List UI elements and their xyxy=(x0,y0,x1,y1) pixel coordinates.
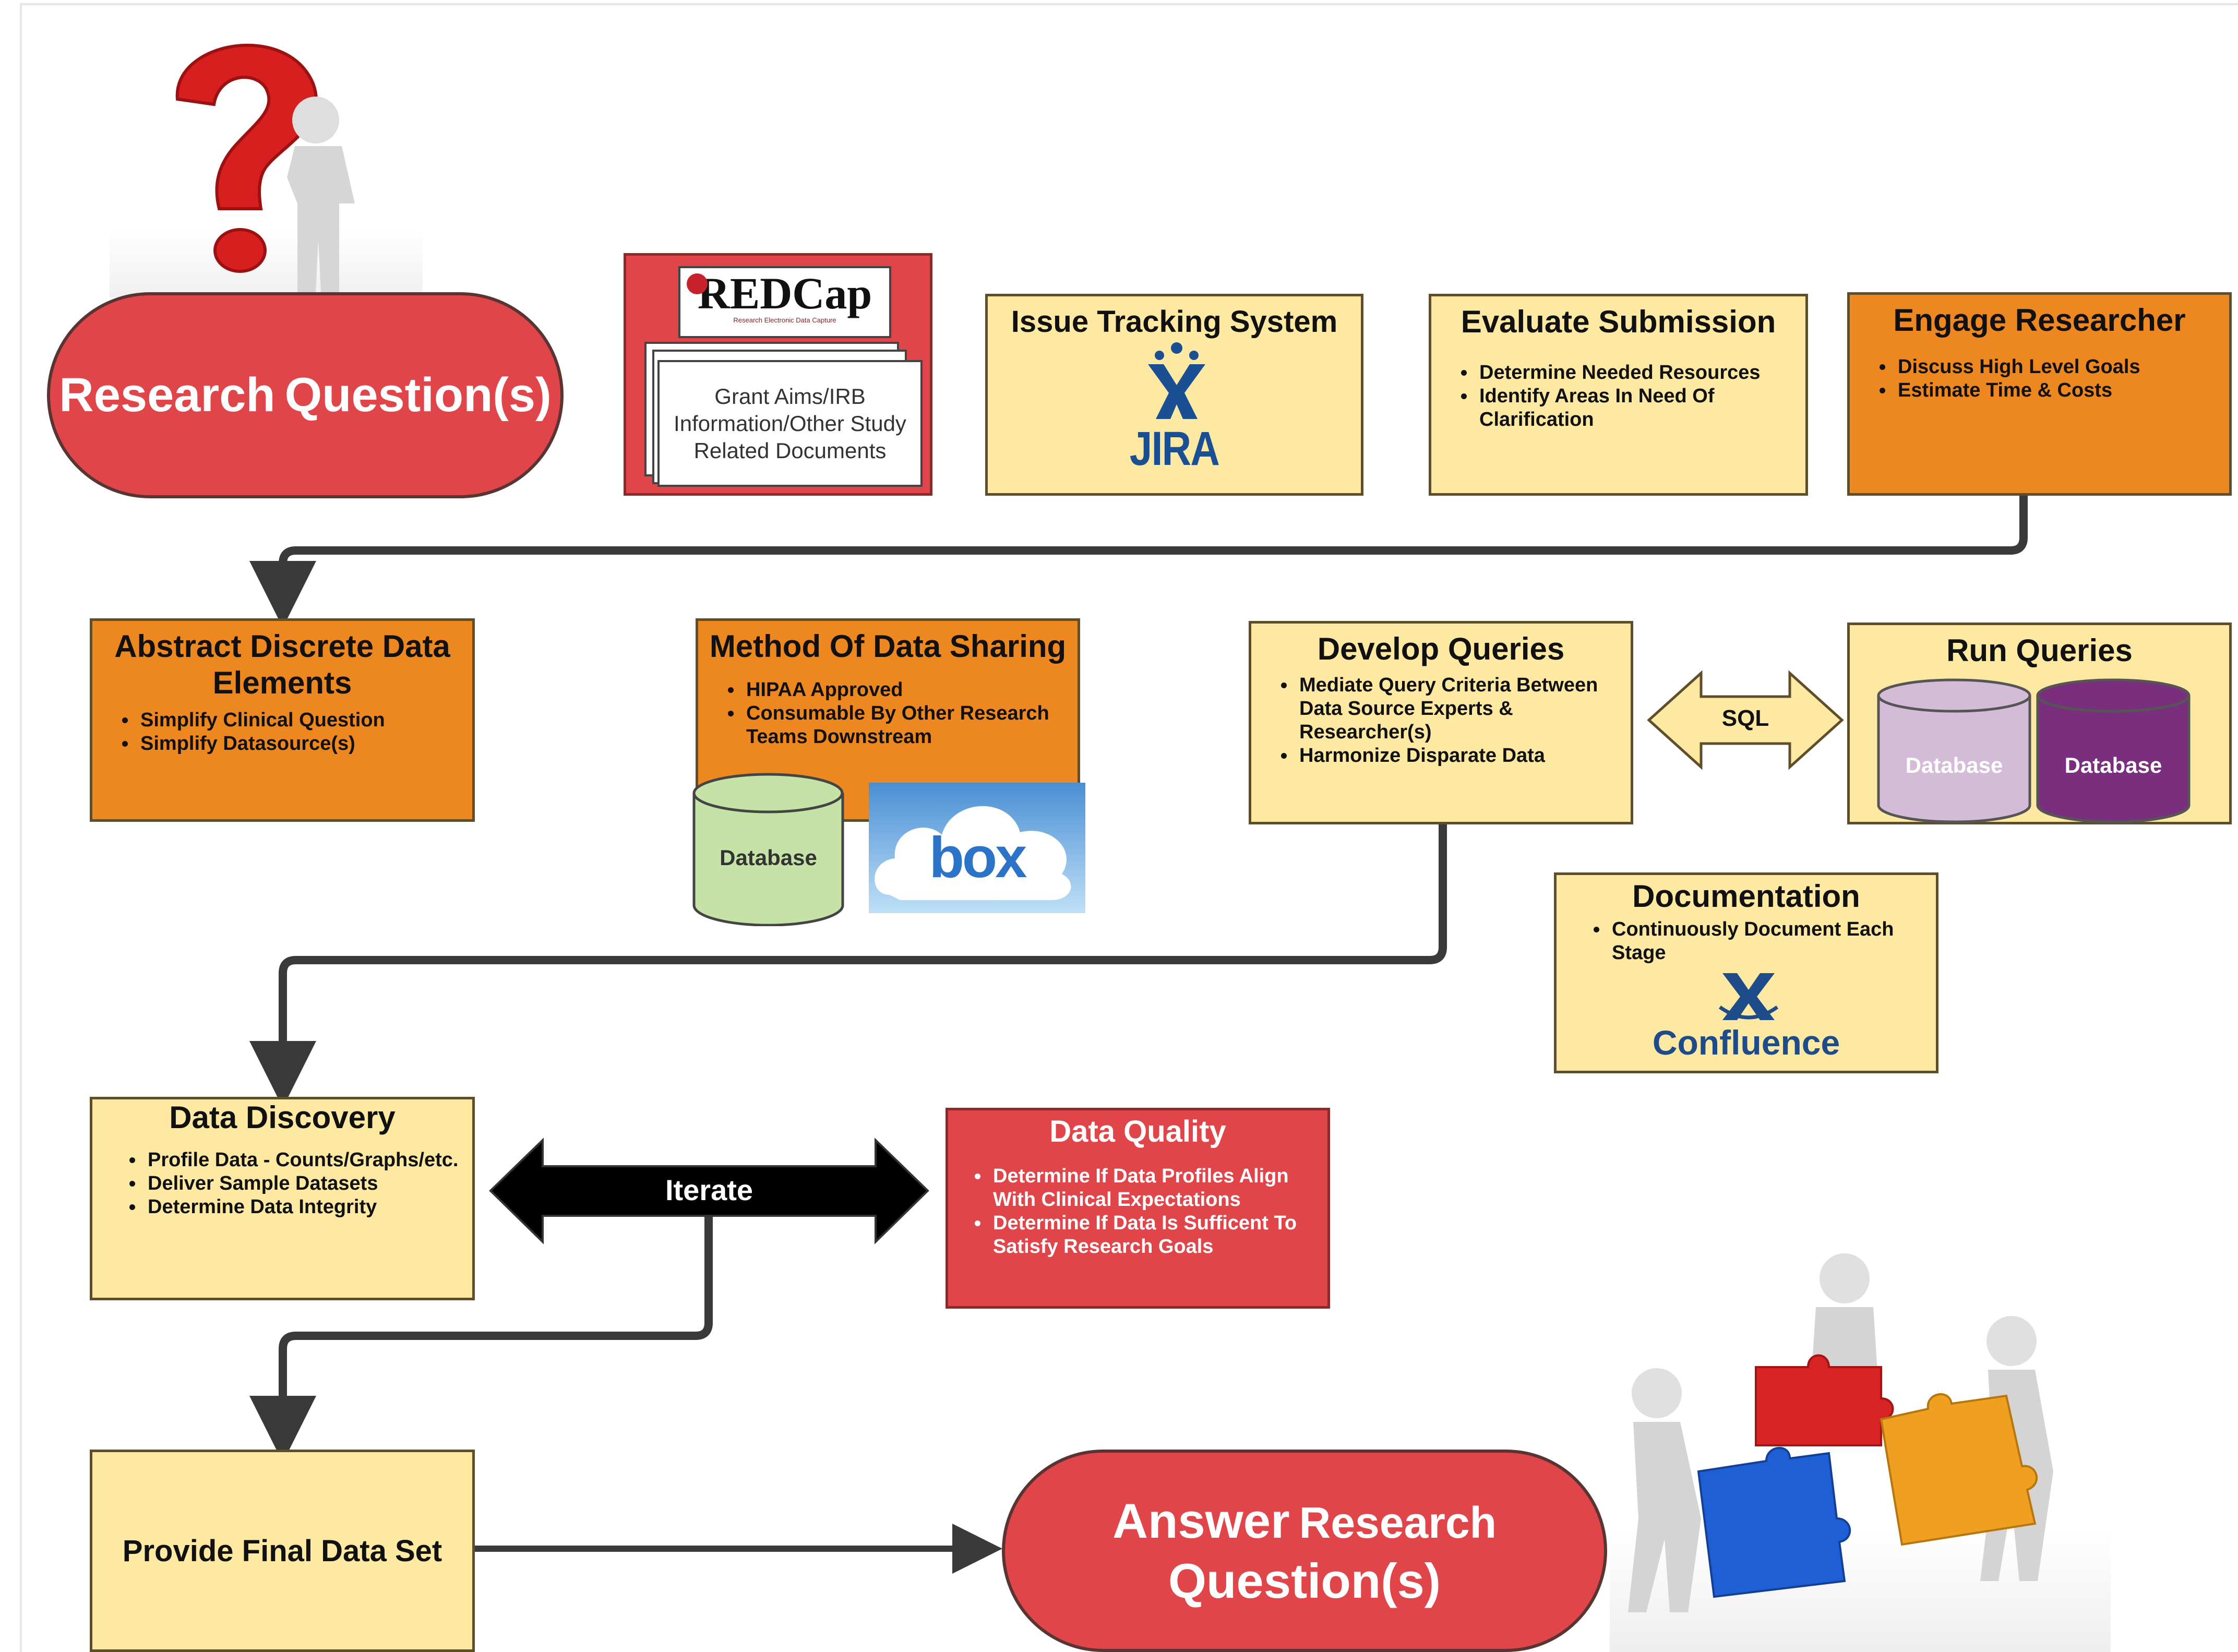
abstract-data-elements-title: Abstract Discrete Data Elements xyxy=(114,629,450,700)
sql-label: SQL xyxy=(1721,705,1769,731)
develop-bullet: Harmonize Disparate Data xyxy=(1296,744,1610,768)
discovery-bullet-list: Profile Data - Counts/Graphs/etc. Delive… xyxy=(92,1148,472,1219)
iterate-double-arrow xyxy=(489,1138,929,1244)
redcap-documents-box: Grant Aims/IRB Information/Other Study R… xyxy=(624,253,932,496)
abstract-bullet: Simplify Clinical Question xyxy=(137,709,472,732)
issue-tracking-title: Issue Tracking System xyxy=(1011,305,1338,339)
connector-develop-to-discovery xyxy=(249,824,1447,1108)
orange-puzzle-piece-icon xyxy=(1880,1393,2038,1546)
final-data-set-box: Provide Final Data Set xyxy=(90,1450,475,1652)
data-quality-box: Data Quality Determine If Data Profiles … xyxy=(946,1108,1330,1309)
engage-bullet: Estimate Time & Costs xyxy=(1895,379,2229,402)
documentation-bullet-list: Continuously Document Each Stage xyxy=(1557,918,1936,965)
develop-bullet-list: Mediate Query Criteria Between Data Sour… xyxy=(1251,674,1631,768)
confluence-icon xyxy=(1718,973,1779,1020)
abstract-bullet-list: Simplify Clinical Question Simplify Data… xyxy=(92,709,472,756)
data-sharing-title: Method Of Data Sharing xyxy=(709,629,1067,664)
sql-double-arrow xyxy=(1647,670,1844,770)
box-cloud-logo: box xyxy=(869,783,1085,913)
sharing-bullet: HIPAA Approved xyxy=(743,678,1057,702)
develop-queries-title: Develop Queries xyxy=(1317,631,1565,666)
quality-bullet: Determine If Data Is Sufficent To Satisf… xyxy=(990,1212,1307,1259)
redcap-tagline: Research Electronic Data Capture xyxy=(733,316,836,324)
sharing-database-icon: Database xyxy=(691,772,845,926)
confluence-logo: Confluence xyxy=(1652,1023,1840,1062)
documentation-title: Documentation xyxy=(1632,879,1860,914)
final-data-set-title: Provide Final Data Set xyxy=(122,1534,442,1568)
run-database-1-label: Database xyxy=(1905,753,2003,777)
research-question-terminal: Research Question(s) xyxy=(47,292,564,498)
data-discovery-box: Data Discovery Profile Data - Counts/Gra… xyxy=(90,1097,475,1300)
cloud-icon xyxy=(875,806,1071,900)
canvas-frame xyxy=(20,3,2238,1652)
document-front: Grant Aims/IRB Information/Other Study R… xyxy=(657,360,923,487)
iterate-label: Iterate xyxy=(665,1174,753,1206)
jira-figure-icon xyxy=(1148,342,1205,419)
question-mark-figure xyxy=(110,21,423,297)
discovery-bullet: Deliver Sample Datasets xyxy=(145,1172,472,1195)
red-puzzle-piece-icon xyxy=(1755,1354,1894,1446)
sharing-database-label: Database xyxy=(720,845,817,870)
run-database-2-icon: Database xyxy=(2035,677,2192,823)
evaluate-submission-title: Evaluate Submission xyxy=(1461,304,1776,339)
abstract-data-elements-box: Abstract Discrete Data Elements Simplify… xyxy=(90,618,475,822)
research-question-word-1: Research xyxy=(59,368,276,422)
question-mark-icon xyxy=(175,43,318,210)
answer-line-2: Question(s) xyxy=(1168,1553,1441,1608)
sharing-bullet-list: HIPAA Approved Consumable By Other Resea… xyxy=(698,678,1078,749)
develop-bullet: Mediate Query Criteria Between Data Sour… xyxy=(1296,674,1610,744)
documentation-box: Documentation Continuously Document Each… xyxy=(1554,872,1938,1073)
box-logo-text: box xyxy=(929,825,1027,890)
engage-researcher-title: Engage Researcher xyxy=(1893,303,2186,338)
data-quality-title: Data Quality xyxy=(1049,1115,1226,1148)
data-discovery-title: Data Discovery xyxy=(169,1100,396,1135)
run-queries-box: Run Queries Database Database xyxy=(1847,623,2232,824)
evaluate-bullet: Identify Areas In Need Of Clarification xyxy=(1476,385,1790,432)
engage-researcher-box: Engage Researcher Discuss High Level Goa… xyxy=(1847,292,2232,496)
sharing-bullet: Consumable By Other Research Teams Downs… xyxy=(743,702,1057,749)
discovery-bullet: Determine Data Integrity xyxy=(145,1195,472,1219)
abstract-bullet: Simplify Datasource(s) xyxy=(137,732,472,756)
research-question-word-2: Question(s) xyxy=(284,368,552,422)
discovery-bullet: Profile Data - Counts/Graphs/etc. xyxy=(145,1148,472,1172)
jira-logo: JIRA xyxy=(1129,422,1220,475)
develop-queries-box: Develop Queries Mediate Query Criteria B… xyxy=(1249,621,1633,824)
run-database-2-label: Database xyxy=(2064,753,2162,777)
answer-word-answer: Answer xyxy=(1112,1493,1290,1548)
issue-tracking-box: Issue Tracking System JIRA xyxy=(985,294,1363,496)
connector-iterate-to-final xyxy=(249,1216,713,1463)
engage-bullet: Discuss High Level Goals xyxy=(1895,355,2229,379)
redcap-logo: REDCap Research Electronic Data Capture xyxy=(678,266,891,338)
puzzle-team-figure xyxy=(1610,1247,2111,1652)
run-database-1-icon: Database xyxy=(1876,677,2032,823)
evaluate-submission-box: Evaluate Submission Determine Needed Res… xyxy=(1429,294,1808,496)
blue-puzzle-piece-icon xyxy=(1697,1446,1851,1598)
connector-engage-to-abstract xyxy=(249,485,2028,628)
engage-bullet-list: Discuss High Level Goals Estimate Time &… xyxy=(1850,355,2229,402)
quality-bullet: Determine If Data Profiles Align With Cl… xyxy=(990,1165,1307,1212)
redcap-logo-text: REDCap xyxy=(697,268,872,318)
documentation-bullet: Continuously Document Each Stage xyxy=(1609,918,1915,965)
redcap-logo-dot-icon xyxy=(687,273,708,294)
evaluate-bullet-list: Determine Needed Resources Identify Area… xyxy=(1431,361,1805,432)
answer-word-research: Research xyxy=(1299,1498,1497,1547)
run-queries-title: Run Queries xyxy=(1946,633,2133,668)
quality-bullet-list: Determine If Data Profiles Align With Cl… xyxy=(948,1165,1327,1259)
evaluate-bullet: Determine Needed Resources xyxy=(1476,361,1790,385)
redcap-document-text: Grant Aims/IRB Information/Other Study R… xyxy=(674,384,906,463)
